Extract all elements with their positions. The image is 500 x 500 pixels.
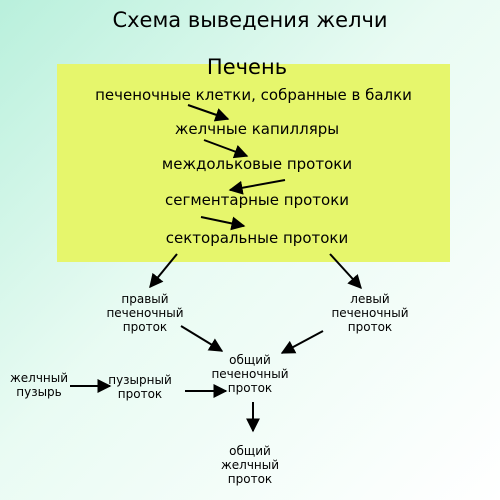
arrow-segmental-to-sectoral (200, 216, 246, 231)
step-interlobular-ducts: междольковые протоки (161, 155, 353, 173)
node-right-hepatic-duct: правый печеночный проток (106, 292, 184, 334)
node-cystic-duct: пузырный проток (108, 373, 172, 401)
arrow-interlobular-to-segmental (228, 179, 286, 195)
step-liver-cells: печеночные клетки, собранные в балки (95, 86, 412, 104)
node-common-hepatic-duct: общий печеночный проток (211, 353, 289, 395)
node-common-bile-duct: общий желчный проток (220, 444, 280, 486)
liver-heading: Печень (206, 55, 288, 79)
step-bile-capillaries: желчные капилляры (174, 120, 340, 138)
arrow-sectoral-to-right-hepatic (149, 253, 178, 289)
arrow-sectoral-to-left-hepatic (329, 253, 362, 290)
arrow-right-hepatic-to-common (180, 325, 224, 352)
arrow-cells-to-capillaries (187, 104, 230, 122)
arrow-capillaries-to-interlobular (203, 139, 249, 159)
liver-region (57, 64, 450, 262)
node-gallbladder: желчный пузырь (9, 371, 69, 399)
node-left-hepatic-duct: левый печеночный проток (331, 292, 409, 334)
diagram-title: Схема выведения желчи (112, 8, 388, 32)
step-segmental-ducts: сегментарные протоки (164, 191, 350, 209)
step-sectoral-ducts: секторальные протоки (165, 229, 349, 247)
arrow-left-hepatic-to-common (280, 330, 324, 354)
